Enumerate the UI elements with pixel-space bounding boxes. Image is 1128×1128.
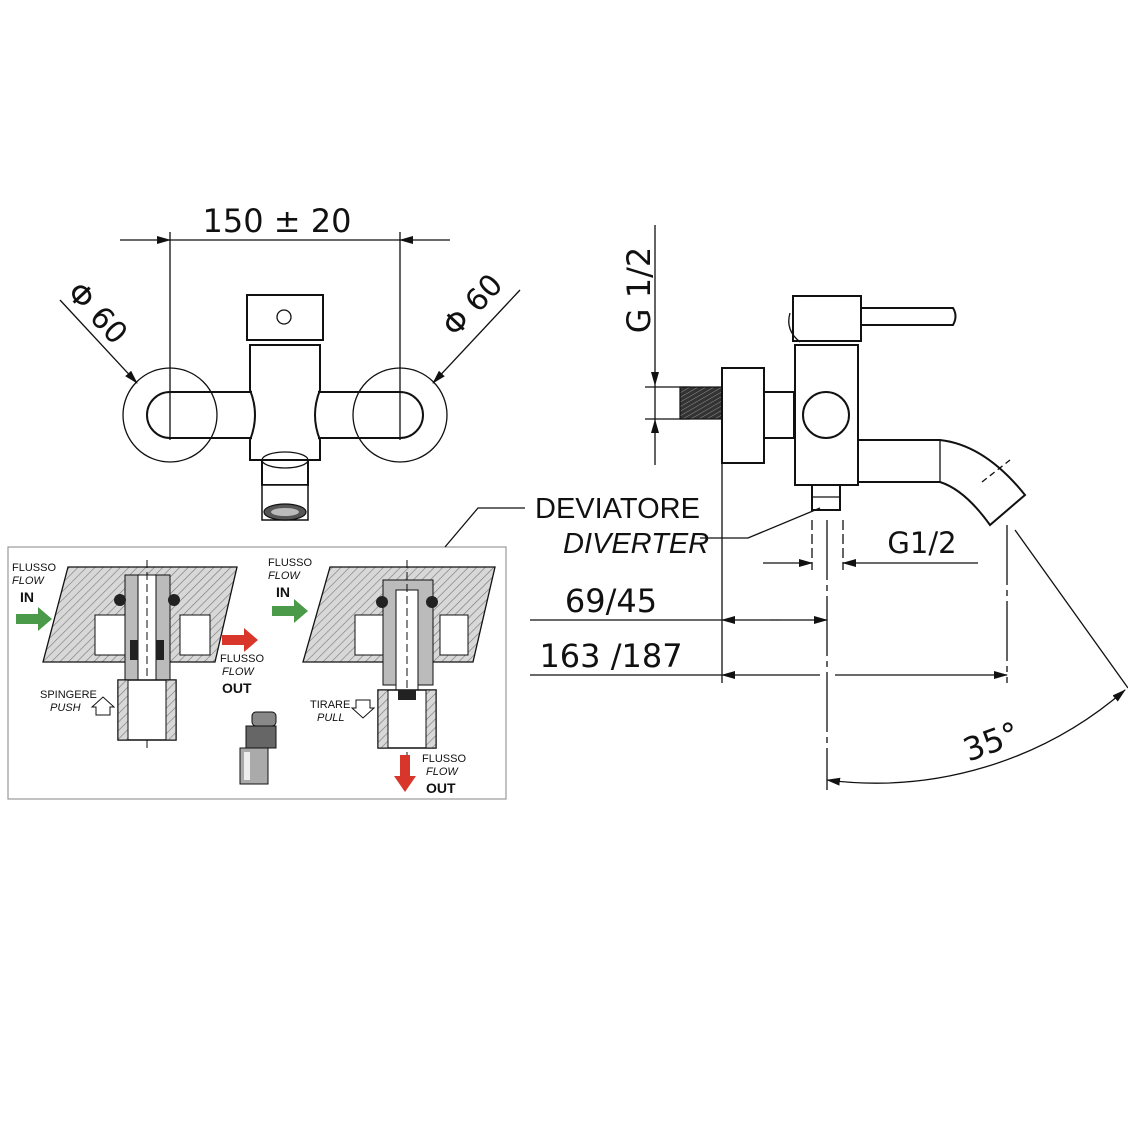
outlet-thread-label: G1/2	[887, 526, 956, 560]
flow-in-arrow-icon	[272, 599, 308, 623]
pull-action-en: PULL	[317, 712, 345, 724]
flow-out-arrow-icon	[222, 628, 258, 652]
push-action-it: SPINGERE	[40, 689, 97, 701]
right-diameter-label: Φ 60	[436, 268, 510, 344]
pull-arrow-icon	[350, 699, 376, 719]
push-out-label-en: FLOW	[222, 666, 255, 678]
angle-label: 35°	[958, 714, 1024, 769]
push-in-label-it: FLUSSO	[12, 562, 56, 574]
diverter-label-it: DEVIATORE	[535, 493, 700, 525]
pull-in-dir: IN	[276, 584, 290, 600]
dimension-long: 163 /187	[539, 637, 682, 675]
push-arrow-icon	[90, 696, 116, 716]
inlet-thread-label: G 1/2	[620, 247, 658, 333]
diverter-inset: FLUSSO FLOW IN FLUSSO FLOW OUT SPINGERE …	[7, 507, 525, 800]
diverter-section-pull	[302, 560, 496, 755]
side-view: G 1/2 DEVIATORE DIVERTER G1/2	[530, 225, 1128, 790]
pull-in-label-en: FLOW	[268, 570, 301, 582]
flow-in-arrow-icon	[16, 607, 52, 631]
push-in-dir: IN	[20, 589, 34, 605]
pull-in-label-it: FLUSSO	[268, 557, 312, 569]
front-view: 150 ± 20 Φ 60 Φ 60	[59, 202, 521, 521]
pull-out-label-en: FLOW	[426, 766, 459, 778]
push-in-label-en: FLOW	[12, 575, 45, 587]
push-action-en: PUSH	[50, 702, 81, 714]
flow-out-arrow-icon	[394, 755, 416, 792]
width-dimension: 150 ± 20	[203, 202, 352, 240]
pull-out-dir: OUT	[426, 780, 456, 796]
cartridge-icon	[239, 711, 277, 785]
push-out-dir: OUT	[222, 680, 252, 696]
dimension-short: 69/45	[565, 582, 657, 620]
push-out-label-it: FLUSSO	[220, 653, 264, 665]
pull-out-label-it: FLUSSO	[422, 753, 466, 765]
diverter-label-en: DIVERTER	[563, 528, 709, 560]
pull-action-it: TIRARE	[310, 699, 350, 711]
diverter-section-push	[42, 560, 238, 750]
